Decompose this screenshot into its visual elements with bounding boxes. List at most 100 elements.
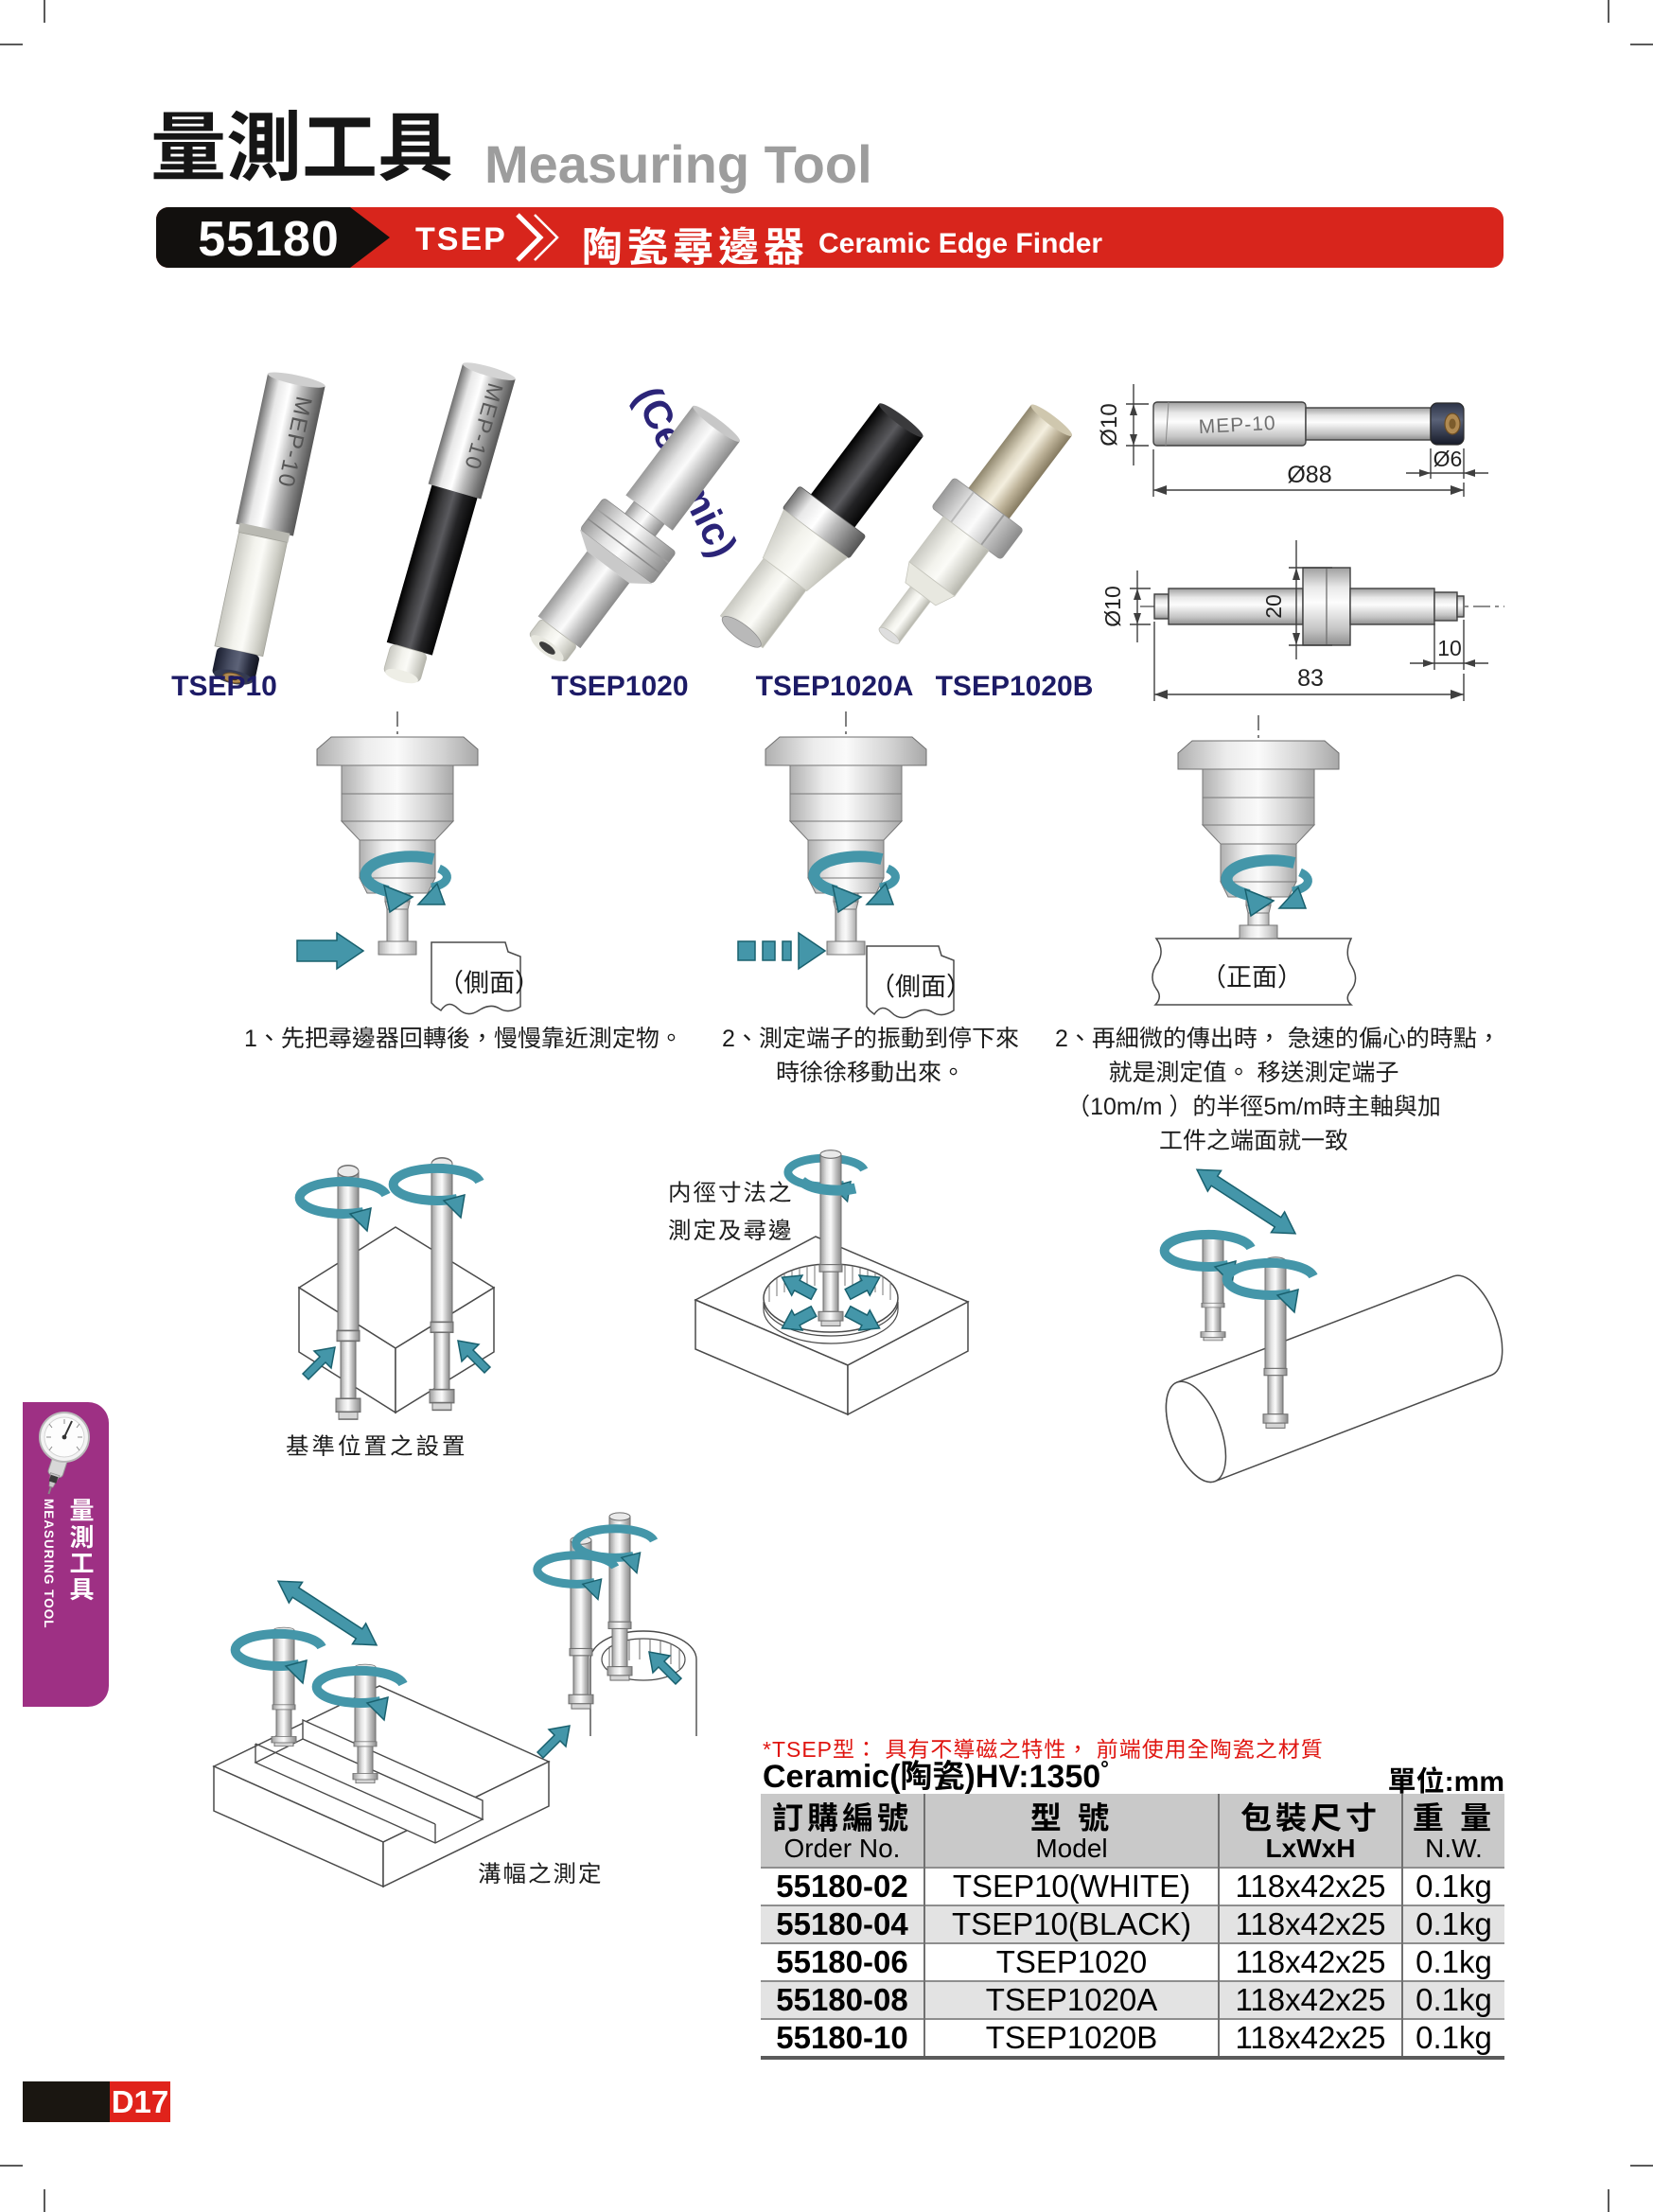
edge-finder-pin-icon <box>568 1536 594 1710</box>
workpiece <box>1152 938 1357 1006</box>
table-cell: 0.1kg <box>1401 1867 1504 1905</box>
step-caption-3: 2、再細微的傳出時， 急速的偏心的時點， 就是測定值。 移送測定端子 （10m/… <box>1055 1020 1501 1156</box>
product-label-tsep10: TSEP10 <box>171 671 277 702</box>
workpiece <box>431 941 521 1015</box>
feed-arrow <box>296 931 365 971</box>
step-caption-2: 2、測定端子的振動到停下來 時徐徐移動出來。 <box>714 1020 1027 1088</box>
view-label: （側面） <box>870 966 972 1003</box>
sidebar-tab-zh: 量測工具 <box>64 1497 99 1603</box>
table-cell: 118x42x25 <box>1218 1867 1402 1905</box>
degree-sup: ° <box>1100 1756 1109 1781</box>
caption-line: 1、先把尋邊器回轉後，慢慢靠近測定物。 <box>244 1020 683 1054</box>
banner-series: TSEP <box>415 221 507 257</box>
table-cell: TSEP10(WHITE) <box>923 1867 1219 1905</box>
spindle <box>765 711 927 956</box>
table-cell: 118x42x25 <box>1218 1905 1402 1943</box>
crop-mark-bottom-left-v <box>44 2189 45 2212</box>
cylinder <box>1165 1274 1504 1483</box>
direction-arrow-icon <box>536 1725 571 1759</box>
banner-code: 55180 <box>198 212 340 267</box>
caption-line: 2、測定端子的振動到停下來 <box>722 1020 1019 1054</box>
dial-indicator-icon <box>39 1412 90 1495</box>
bore-label-line: 測定及尋邊 <box>668 1213 794 1246</box>
col-header-text: 包裝尺寸 <box>1240 1793 1380 1838</box>
usage-diagram-corner <box>213 1157 496 1420</box>
product-photo-tsep1020a <box>719 403 923 649</box>
caption-line: （10m/m ）的半徑5m/m時主軸與加 <box>1066 1088 1441 1122</box>
dim-dia10-b: Ø10 <box>1100 586 1125 626</box>
dim-83: 83 <box>1297 665 1324 692</box>
view-label: （側面） <box>438 962 540 999</box>
banner-product-zh: 陶瓷尋邊器 <box>582 215 809 273</box>
ceramic-spec-text: Ceramic(陶瓷)HV:1350 <box>763 1759 1101 1795</box>
move-arrow <box>1195 1168 1297 1235</box>
table-cell: 118x42x25 <box>1218 2018 1402 2060</box>
product-photos: MEP-10 MEP-10 (Ceramic) <box>212 362 1073 685</box>
banner-product-en: Ceramic Edge Finder <box>818 228 1103 259</box>
product-photo-tsep1020 <box>529 405 741 662</box>
rotation-arrow <box>808 851 900 914</box>
drawing-engraving: MEP-10 <box>1198 413 1276 438</box>
ceramic-hardness-spec: Ceramic(陶瓷)HV:1350° <box>763 1750 1109 1797</box>
col-header-text: Order No. <box>783 1834 901 1863</box>
col-header-text: Model <box>1035 1834 1108 1863</box>
table-cell: 55180-10 <box>761 2018 924 2060</box>
tech-drawing-bottom: Ø10 20 10 83 <box>1100 540 1504 701</box>
product-banner: 55180 TSEP 陶瓷尋邊器 Ceramic Edge Finder <box>156 207 1504 273</box>
rotation-arrow <box>360 851 451 914</box>
col-header-text: 重 量 <box>1412 1793 1496 1838</box>
product-label-tsep1020: TSEP1020 <box>551 671 689 702</box>
caption-line: 時徐徐移動出來。 <box>775 1054 965 1088</box>
table-cell: 55180-06 <box>761 1942 924 1981</box>
step-diagram-3: （正面） <box>1152 715 1357 1006</box>
dim-10: 10 <box>1437 636 1462 660</box>
crop-mark-bottom-right-v <box>1608 2189 1609 2212</box>
dim-dia6: Ø6 <box>1433 447 1463 471</box>
table-cell: 0.1kg <box>1401 1942 1504 1981</box>
crop-mark-top-right-h <box>1630 44 1653 45</box>
usage-diagram-cylinder <box>1135 1168 1504 1483</box>
groove-diagram-label: 溝幅之測定 <box>478 1856 604 1889</box>
view-label: （正面） <box>1201 957 1303 993</box>
crop-mark-bottom-left-h <box>0 2165 23 2167</box>
dim-20: 20 <box>1261 594 1286 619</box>
table-cell: 0.1kg <box>1401 1905 1504 1943</box>
sidebar-tab-measuring-tool[interactable]: 量測工具 MEASURING TOOL <box>23 1402 109 1707</box>
page-title-zh: 量測工具 <box>150 87 453 197</box>
table-cell: 118x42x25 <box>1218 1942 1402 1981</box>
usage-diagram-tube <box>511 1512 697 1759</box>
table-cell: TSEP10(BLACK) <box>923 1905 1219 1943</box>
tube <box>589 1630 697 1736</box>
crop-mark-top-right-v <box>1608 0 1609 23</box>
bore-diagram-label: 内徑寸法之 測定及尋邊 <box>668 1173 794 1249</box>
move-arrow <box>276 1580 378 1646</box>
groove <box>254 1718 484 1844</box>
sidebar-tab-en: MEASURING TOOL <box>42 1499 56 1629</box>
table-cell: TSEP1020B <box>923 2018 1219 2060</box>
col-header-text: LxWxH <box>1265 1834 1356 1863</box>
page-number-badge: D17 <box>110 2081 170 2122</box>
dim-dia88: Ø88 <box>1287 462 1331 488</box>
caption-line: 就是測定值。 移送測定端子 <box>1108 1054 1399 1088</box>
caption-line: 工件之端面就一致 <box>1158 1122 1348 1156</box>
product-label-tsep1020b: TSEP1020B <box>935 671 1094 702</box>
banner-code-shape <box>156 207 390 268</box>
table-cell: 55180-04 <box>761 1905 924 1943</box>
footer-bar <box>23 2081 110 2122</box>
step-caption-1: 1、先把尋邊器回轉後，慢慢靠近測定物。 <box>244 1020 683 1054</box>
spindle <box>316 711 479 956</box>
table-cell: 0.1kg <box>1401 2018 1504 2060</box>
crop-mark-top-left-v <box>44 0 45 23</box>
feed-arrow-dashed <box>737 931 827 971</box>
page-title-en: Measuring Tool <box>484 134 872 194</box>
tech-drawing-top: Ø10 MEP-10 Ø6 Ø88 <box>1097 384 1488 497</box>
